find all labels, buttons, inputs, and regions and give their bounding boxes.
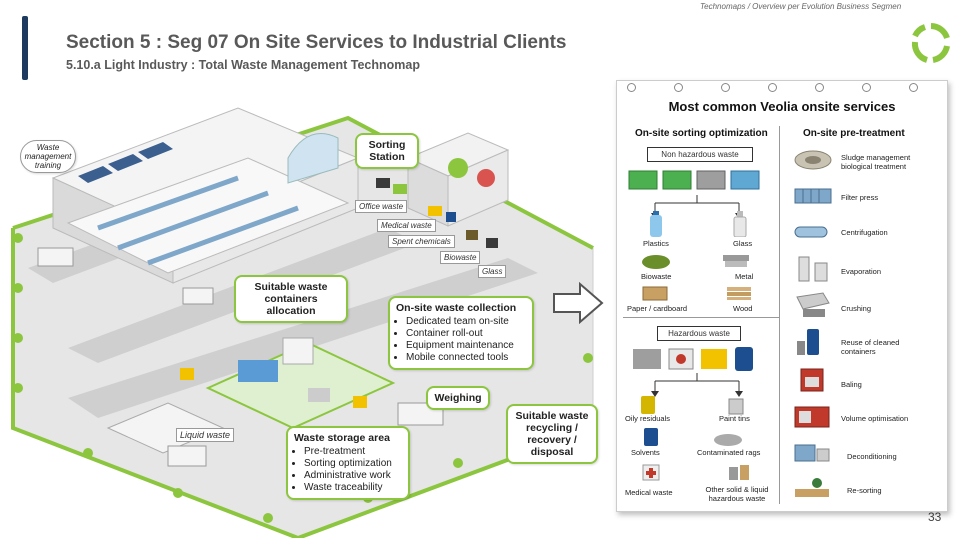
deconditioning-icon [794,444,830,462]
hazardous-containers-icon [633,347,753,371]
page-title: Section 5 : Seg 07 On Site Services to I… [66,32,567,53]
waste-tag-office: Office waste [355,200,408,213]
pretreatment-item: Deconditioning [847,452,897,461]
pretreatment-item: Sludge management biological treatment [841,153,911,171]
pretreatment-item: Volume optimisation [841,414,909,423]
waste-tag-biowaste: Biowaste [440,251,481,264]
filter-press-icon [794,188,832,204]
pretreatment-item: Baling [841,380,862,389]
column-divider [779,126,780,504]
liquid-waste-tag: Liquid waste [176,428,235,442]
branch-arrows [651,373,743,397]
sorting-station-callout: Sorting Station [355,133,419,169]
storage-item: Sorting optimization [304,458,402,470]
pretreatment-header: On-site pre-treatment [803,128,905,139]
breadcrumb: Technomaps / Overview per Evolution Busi… [700,2,902,11]
collection-item: Container roll-out [406,328,526,340]
evaporator-icon [798,256,828,282]
hazardous-item: Medical waste [625,488,673,497]
hazardous-item: Contaminated rags [697,448,761,457]
accent-bar [22,16,28,80]
sorting-header: On-site sorting optimization [635,128,768,139]
collection-title: On-site waste collection [396,302,517,314]
metal-icon [723,255,749,267]
hazardous-box: Hazardous waste [657,326,741,341]
pretreatment-item: Crushing [841,304,872,313]
waste-storage-callout: Waste storage area Pre-treatment Sorting… [286,426,410,500]
sorting-bins-icon [628,170,760,190]
storage-title: Waste storage area [294,432,390,444]
services-panel: Most common Veolia onsite services On-si… [616,80,948,512]
waste-tag-glass: Glass [478,265,507,278]
pretreatment-item: Filter press [841,193,879,202]
solvent-drum-icon [644,428,658,446]
onsite-collection-callout: On-site waste collection Dedicated team … [388,296,534,370]
collection-item: Mobile connected tools [406,352,526,364]
baler-icon [800,368,824,392]
oily-drum-icon [641,396,655,414]
storage-item: Pre-treatment [304,446,402,458]
non-hazardous-item: Wood [733,304,753,313]
waste-management-training-tag: Waste management training [20,140,76,173]
sludge-tank-icon [794,150,832,170]
page-subtitle: 5.10.a Light Industry : Total Waste Mana… [66,58,420,72]
hazardous-item: Solvents [631,448,660,457]
recycling-callout: Suitable waste recycling / recovery / di… [506,404,598,464]
binder-holes [617,83,947,93]
containers-allocation-callout: Suitable waste containers allocation [234,275,348,323]
collection-item: Dedicated team on-site [406,316,526,328]
wood-icon [727,287,751,300]
storage-item: Administrative work [304,470,402,482]
non-hazardous-item: Biowaste [641,272,672,281]
non-hazardous-item: Paper / cardboard [627,304,688,313]
site-map-illustration [11,107,594,538]
weighing-callout: Weighing [426,386,490,410]
pretreatment-item: Reuse of cleaned containers [841,338,900,356]
resorting-icon [795,478,829,497]
biowaste-icon [642,255,670,269]
pretreatment-item: Centrifugation [841,228,888,237]
non-hazardous-item: Metal [735,272,754,281]
waste-tag-spent-chemicals: Spent chemicals [388,235,455,248]
waste-tag-medical: Medical waste [377,219,436,232]
pretreatment-item: Evaporation [841,267,882,276]
hazardous-item: Oily residuals [625,414,671,423]
storage-item: Waste traceability [304,482,402,494]
panel-title: Most common Veolia onsite services [668,99,896,114]
pretreatment-item: Re-sorting [847,486,882,495]
plastic-bottle-icon [650,211,662,237]
right-arrow-icon [553,282,604,324]
cardboard-icon [642,286,668,301]
hazardous-item: Paint tins [719,414,750,423]
centrifuge-icon [794,226,828,238]
veolia-cycle-logo-icon [911,23,950,63]
hazardous-item: Other solid & liquid hazardous waste [705,485,769,503]
collection-item: Equipment maintenance [406,340,526,352]
non-hazardous-item: Glass [733,239,753,248]
non-hazardous-box: Non hazardous waste [647,147,753,162]
paint-tin-icon [728,398,744,415]
crusher-icon [796,292,830,317]
other-hazardous-icon [729,465,749,480]
container-reuse-icon [797,329,819,355]
compactor-icon [794,406,830,428]
glass-bottle-icon [733,211,747,237]
page-number: 33 [928,510,942,524]
medical-waste-icon [642,464,660,481]
non-hazardous-item: Plastics [643,239,669,248]
section-divider [623,317,779,318]
rags-icon [714,434,742,446]
